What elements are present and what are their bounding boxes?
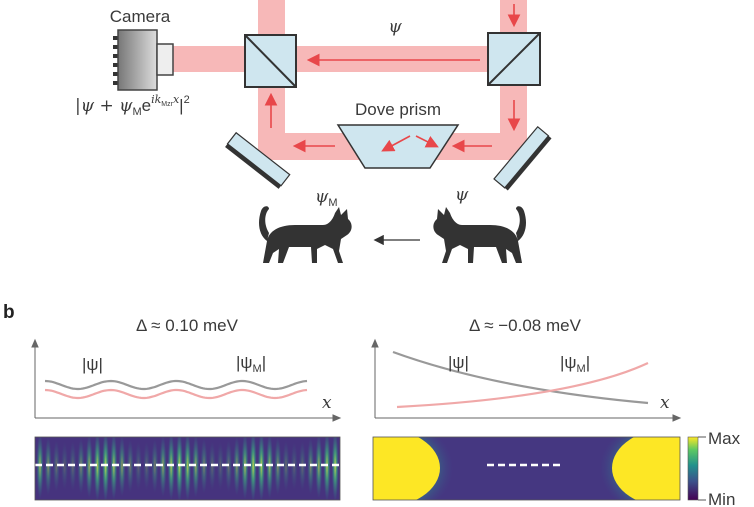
fringe [315, 437, 323, 499]
fringe [241, 437, 249, 500]
psi-top-label: ψ [388, 17, 402, 37]
beam-arrows [264, 4, 521, 153]
left-axes [31, 338, 342, 422]
mirror-left [225, 131, 291, 189]
left-psi-curve [44, 379, 308, 391]
colorbar-max-label: Max [708, 429, 741, 448]
panel-a: Camera Dove prism [75, 0, 552, 263]
left-psi-label: |ψ| [82, 355, 103, 374]
cat-icon-original [433, 206, 526, 263]
fringe [36, 437, 44, 500]
left-x-label: x [322, 393, 332, 413]
right-title: Δ ≈ −0.08 meV [469, 316, 582, 335]
fringe [257, 437, 265, 500]
fringe [331, 437, 339, 500]
psi-right-label: ψ [455, 185, 469, 205]
right-x-label: x [660, 393, 670, 413]
fringe [126, 439, 134, 493]
fringe [110, 437, 118, 500]
fringe [118, 437, 126, 497]
camera-formula: |ψ + ψMeikMzrx|2 [75, 93, 190, 118]
panel-b: b Δ ≈ 0.10 meV Δ ≈ −0.08 meV |ψ| |ψM| x … [3, 302, 741, 507]
colorbar-min-label: Min [708, 490, 735, 507]
fringe [216, 441, 224, 491]
fringe [249, 437, 257, 500]
beam-splitter-left [244, 34, 297, 88]
fringe [282, 440, 290, 492]
beam-splitter-right [487, 32, 541, 86]
left-title: Δ ≈ 0.10 meV [136, 316, 239, 335]
fringe [85, 437, 93, 499]
panel-b-label: b [3, 302, 15, 323]
right-psi-label: |ψ| [448, 353, 469, 372]
fringe [233, 437, 241, 496]
dove-prism [336, 124, 460, 169]
fringe [323, 437, 331, 500]
camera-icon [113, 29, 174, 91]
fringe [151, 439, 159, 493]
fringe [93, 437, 101, 500]
left-heatmap [35, 437, 340, 500]
fringe [192, 437, 200, 498]
left-psi-m-curve [44, 388, 308, 400]
mirror-right [493, 125, 552, 191]
right-heatmap [373, 437, 680, 500]
right-axes [371, 338, 682, 422]
left-psi-m-label: |ψM| [236, 353, 266, 375]
fringe [266, 437, 274, 499]
fringe [61, 441, 69, 491]
colorbar: Max Min [687, 429, 741, 507]
right-psi-curve [392, 350, 649, 405]
right-psi-m-label: |ψM| [560, 353, 590, 375]
right-psi-m-curve [396, 362, 649, 409]
fringe [175, 437, 183, 500]
camera-label: Camera [110, 7, 171, 26]
fringe [167, 437, 175, 500]
fringe [159, 437, 167, 497]
fringe [52, 440, 60, 492]
dove-prism-label: Dove prism [355, 100, 441, 119]
fringe [184, 437, 192, 500]
cat-icon-mirrored [259, 206, 352, 263]
fringe [102, 437, 110, 500]
psi-m-label: ψM [315, 187, 338, 209]
